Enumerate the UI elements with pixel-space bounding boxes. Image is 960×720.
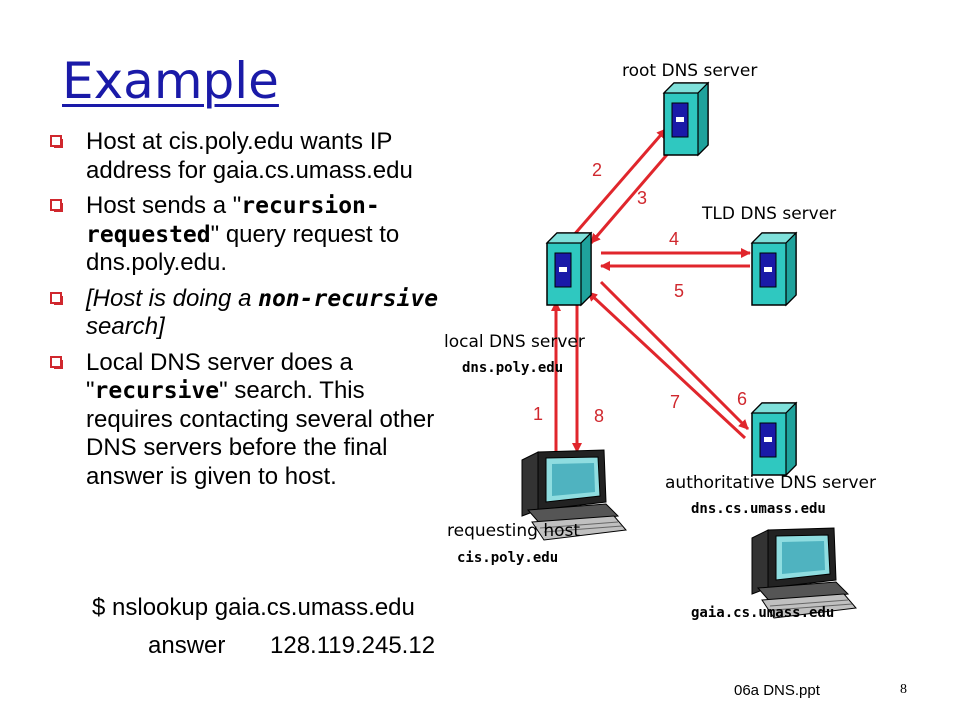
- bullet-item: Host at cis.poly.edu wants IP address fo…: [48, 128, 440, 185]
- arrow-7: [586, 290, 747, 440]
- step-label-2: 2: [592, 160, 603, 180]
- step-label-5: 5: [674, 281, 685, 301]
- bullet-text: Local DNS server does a ": [86, 348, 353, 405]
- local-dns-label: local DNS server: [444, 332, 585, 352]
- bullet-text: Host at cis.poly.edu wants IP address fo…: [86, 128, 413, 184]
- bullet-text: [Host is doing a: [86, 284, 259, 312]
- authoritative-server-icon: [751, 402, 797, 476]
- answer-label: answer: [148, 632, 226, 659]
- checkbox-bullet-icon: [50, 199, 63, 212]
- root-dns-label: root DNS server: [622, 61, 758, 81]
- arrow-6: [599, 280, 750, 431]
- bullet-item: Host sends a "recursion-requested" query…: [48, 192, 440, 278]
- page-title: Example: [62, 52, 279, 110]
- arrow-3: [589, 149, 673, 244]
- bullet-list: Host at cis.poly.edu wants IP address fo…: [48, 128, 440, 498]
- arrow-2: [571, 128, 668, 237]
- bullet-bold-text: recursion-requested: [86, 193, 380, 248]
- bullet-item: Local DNS server does a "recursive" sear…: [48, 349, 440, 492]
- checkbox-bullet-icon: [50, 291, 63, 305]
- nslookup-command: $ nslookup gaia.cs.umass.edu: [92, 594, 415, 621]
- requesting-host-label: requesting host: [447, 521, 581, 541]
- footer-filename: 06a DNS.ppt: [734, 682, 820, 699]
- tld-server-icon: [751, 232, 797, 306]
- local-dns-host: dns.poly.edu: [462, 360, 564, 376]
- checkbox-bullet-icon: [50, 135, 63, 148]
- page-number: 8: [900, 682, 907, 697]
- authoritative-dns-label: authoritative DNS server: [665, 473, 876, 493]
- bullet-bold-text: recursive: [94, 378, 220, 404]
- root-server-icon: [663, 82, 709, 156]
- answer-value: 128.119.245.12: [270, 632, 436, 659]
- step-label-7: 7: [670, 392, 681, 412]
- requesting-host-name: cis.poly.edu: [457, 550, 559, 566]
- bullet-bold-text: non-recursive: [258, 285, 439, 312]
- step-label-3: 3: [637, 188, 648, 208]
- checkbox-bullet-icon: [50, 355, 63, 369]
- authoritative-dns-host: dns.cs.umass.edu: [691, 501, 826, 517]
- step-label-6: 6: [737, 389, 748, 409]
- local-server-icon: [546, 232, 592, 306]
- gaia-host-name: gaia.cs.umass.edu: [691, 605, 835, 621]
- step-label-4: 4: [669, 229, 680, 249]
- bullet-text: search]: [86, 313, 165, 340]
- bullet-text: " search. This requires contacting sever…: [86, 377, 435, 490]
- step-label-8: 8: [594, 406, 605, 426]
- tld-dns-label: TLD DNS server: [702, 204, 837, 224]
- bullet-text: " query request to dns.poly.edu.: [86, 220, 400, 277]
- bullet-item: [Host is doing a non-recursive search]: [48, 285, 440, 342]
- step-label-1: 1: [533, 404, 544, 424]
- bullet-text: Host sends a ": [86, 192, 242, 219]
